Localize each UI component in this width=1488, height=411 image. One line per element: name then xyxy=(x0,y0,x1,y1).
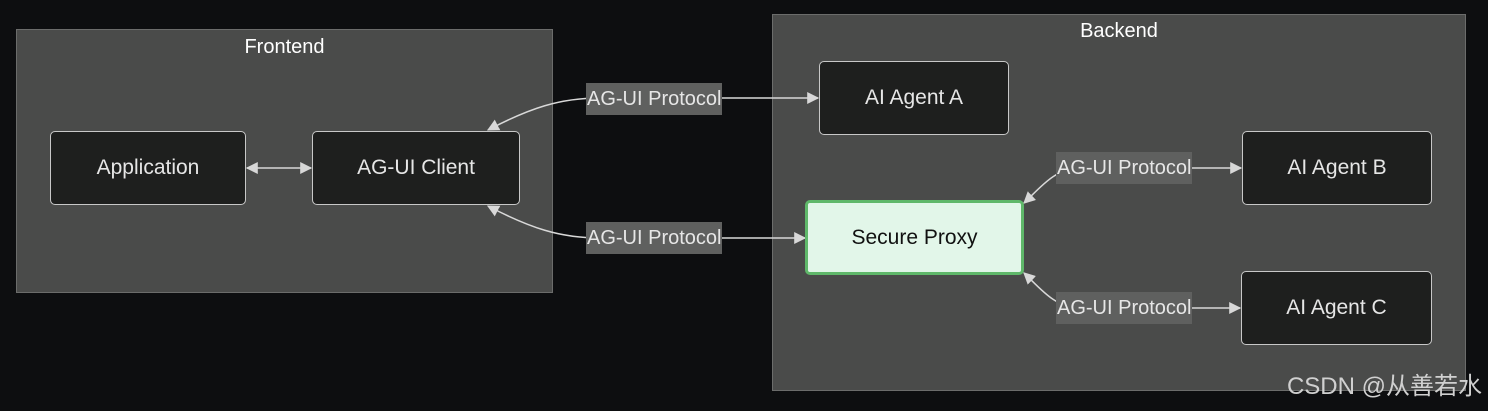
node-agent-a: AI Agent A xyxy=(819,61,1009,135)
watermark-text: CSDN @从善若水 xyxy=(1286,373,1482,400)
edge-label-client-agent-a: AG-UI Protocol xyxy=(586,83,723,115)
node-agent-b: AI Agent B xyxy=(1242,131,1432,205)
frontend-group-title: Frontend xyxy=(244,36,325,58)
backend-group-title: Backend xyxy=(1080,20,1158,42)
node-secure-proxy: Secure Proxy xyxy=(805,200,1024,275)
node-application: Application xyxy=(50,131,246,205)
edge-label-client-proxy: AG-UI Protocol xyxy=(586,222,723,254)
node-agui-client: AG-UI Client xyxy=(312,131,520,205)
edge-label-proxy-agent-c: AG-UI Protocol xyxy=(1056,292,1193,324)
edge-label-proxy-agent-b: AG-UI Protocol xyxy=(1056,152,1193,184)
node-agent-c: AI Agent C xyxy=(1241,271,1432,345)
